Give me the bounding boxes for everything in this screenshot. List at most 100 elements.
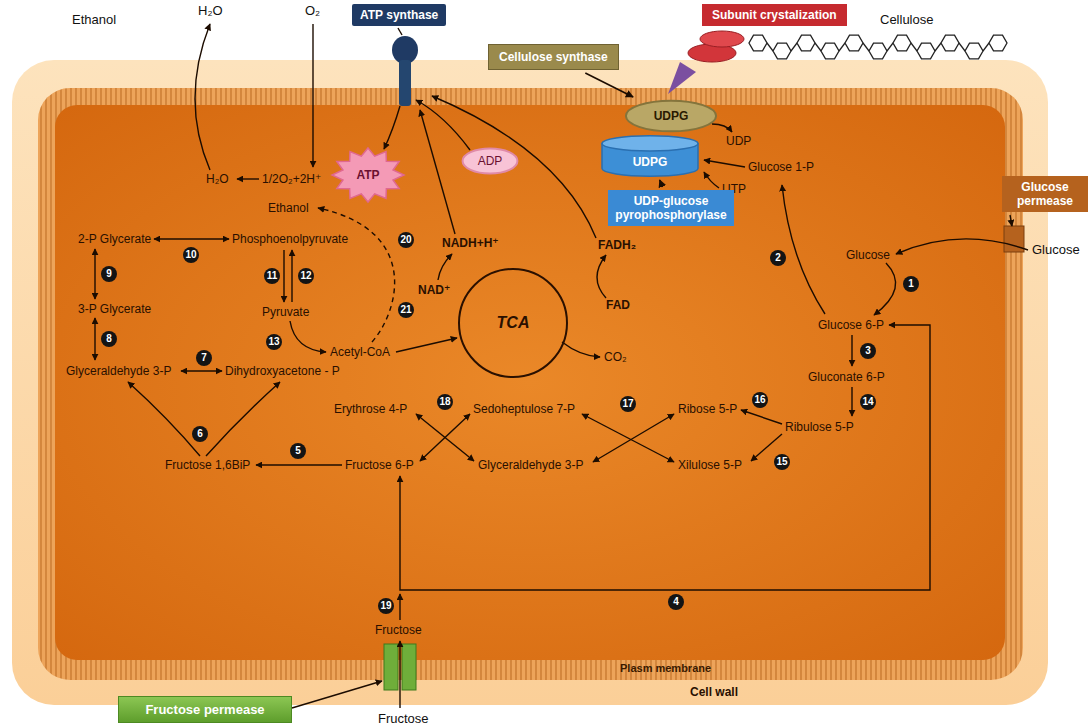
glucose-ring xyxy=(821,43,839,59)
pathway-arrow xyxy=(128,382,200,456)
pathway-arrow xyxy=(741,410,782,424)
outside-label: O₂ xyxy=(305,3,320,19)
cofactor-label: NADH+H⁺ xyxy=(442,236,499,250)
molecule-star: ATP xyxy=(332,148,404,202)
pathway-arrow xyxy=(398,28,402,35)
metabolite-label: Fructose 1,6BiP xyxy=(165,458,250,472)
node-text: UDPG xyxy=(654,109,689,123)
cofactor-label: FAD xyxy=(606,298,630,312)
pathway-arrow xyxy=(874,263,896,315)
outside-label: Fructose xyxy=(378,711,429,727)
glycosidic-bond xyxy=(767,43,773,51)
enzyme-box: ATP synthase xyxy=(352,4,446,26)
node-text: Fructose permease xyxy=(145,702,264,717)
metabolite-label: H₂O xyxy=(206,172,229,186)
pathway-arrow xyxy=(283,250,284,302)
glycosidic-bond xyxy=(911,43,917,51)
metabolite-label: 3-P Glycerate xyxy=(78,302,151,316)
callout-number: 17 xyxy=(620,396,636,412)
node-text: ATP xyxy=(356,168,379,182)
pathway-arrow xyxy=(1010,215,1012,226)
pathway-arrow xyxy=(154,238,229,239)
pathway-arrow xyxy=(291,250,292,302)
pathway-arrow xyxy=(432,96,596,238)
pathway-arrow xyxy=(782,185,825,314)
cell-wall xyxy=(12,60,1048,705)
callout-number: 9 xyxy=(101,266,117,282)
callout-number: 13 xyxy=(266,334,282,350)
pathway-arrow xyxy=(256,464,342,465)
glucose-ring xyxy=(773,43,791,59)
pathway-arrow xyxy=(399,594,400,620)
pathway-arrow xyxy=(195,24,210,170)
pathway-arrow xyxy=(312,24,313,167)
cytoplasm xyxy=(55,105,1005,660)
metabolite-label: Xilulose 5-P xyxy=(678,458,742,472)
callout-number: 12 xyxy=(298,268,314,284)
pathway-arrow xyxy=(206,382,280,456)
callout-number: 8 xyxy=(101,331,117,347)
metabolite-label: Gluconate 6-P xyxy=(808,370,885,384)
callout-number: 1 xyxy=(903,276,919,292)
pathway-arrow xyxy=(582,414,674,462)
pathway-arrow xyxy=(593,414,674,462)
glucose-ring xyxy=(893,35,911,51)
glycosidic-bond xyxy=(791,43,797,51)
metabolite-label: Dihydroxyacetone - P xyxy=(225,364,340,378)
callout-number: 18 xyxy=(437,394,453,410)
outside-label: Glucose xyxy=(1032,242,1080,258)
callout-number: 15 xyxy=(774,454,790,470)
node-text: ADP xyxy=(478,154,503,168)
metabolite-label: Fructose xyxy=(375,623,422,637)
pathway-arrow xyxy=(400,325,930,590)
cofactor-label: NAD⁺ xyxy=(418,283,450,297)
pathway-arrow xyxy=(292,681,382,708)
outside-label: H₂O xyxy=(198,3,223,19)
enzyme-box: UDP-glucose pyrophosphorylase xyxy=(608,190,734,226)
star-outline xyxy=(332,148,404,202)
pathway-arrow xyxy=(896,239,1028,254)
glucose-ring xyxy=(869,43,887,59)
synthase-subunit xyxy=(700,31,744,47)
cofactor-label: Cell wall xyxy=(690,685,738,699)
atp-synthase-stem xyxy=(399,60,411,106)
transporter-box: Fructose permease xyxy=(118,696,292,723)
plasma-membrane xyxy=(38,88,1023,680)
callout-number: 10 xyxy=(183,247,199,263)
callout-number: 6 xyxy=(192,426,208,442)
dashed-pathway-arrow xyxy=(318,208,395,342)
glucose-ring xyxy=(965,43,983,59)
pathway-arrow xyxy=(851,335,852,366)
process-box: Subunit crystalization xyxy=(702,4,847,26)
glycosidic-bond xyxy=(935,43,941,51)
metabolite-label: UDP xyxy=(726,134,751,148)
pathway-arrow xyxy=(181,370,222,371)
pathway-arrow xyxy=(704,172,719,188)
glucose-ring xyxy=(749,35,767,51)
callout-number: 3 xyxy=(860,343,876,359)
enzyme-subunit: UDPG xyxy=(625,100,717,132)
callout-number: 2 xyxy=(770,250,786,266)
pathway-arrow xyxy=(851,387,852,416)
glucose-ring xyxy=(989,35,1007,51)
metabolite-label: Ribose 5-P xyxy=(678,402,737,416)
pathway-arrow xyxy=(94,318,95,360)
pathway-arrow xyxy=(384,106,400,149)
molecule-ellipse: ADP xyxy=(462,148,518,174)
pathway-arrow xyxy=(416,414,474,461)
metabolite-label: 2-P Glycerate xyxy=(78,232,151,246)
metabolite-label: Phosphoenolpyruvate xyxy=(232,232,348,246)
metabolite-label: Glucose xyxy=(846,248,890,262)
callout-number: 11 xyxy=(264,268,280,284)
pathway-arrow xyxy=(438,254,452,280)
synthase-subunit xyxy=(668,62,696,94)
pathway-arrow xyxy=(396,338,457,352)
metabolite-label: 1/2O₂+2H⁺ xyxy=(262,172,321,186)
metabolite-label: Ribulose 5-P xyxy=(785,420,854,434)
metabolite-label: Fructose 6-P xyxy=(345,458,414,472)
metabolite-label: CO₂ xyxy=(604,350,627,364)
node-text: Subunit crystalization xyxy=(712,8,837,22)
connector xyxy=(585,73,633,97)
